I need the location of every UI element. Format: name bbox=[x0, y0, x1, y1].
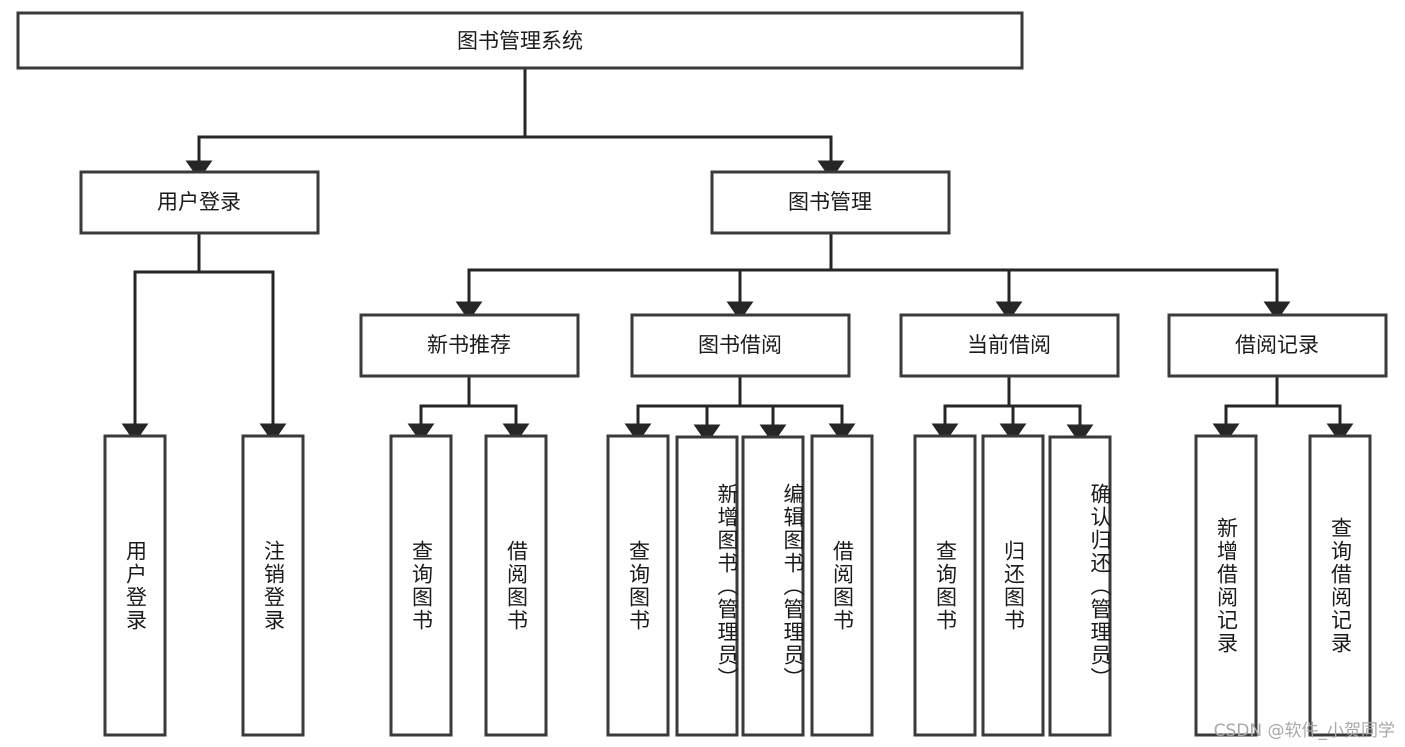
label-book-manage: 图书管理 bbox=[788, 190, 872, 214]
node-new-book-recommend[interactable] bbox=[359, 313, 580, 378]
node-book-manage[interactable] bbox=[710, 170, 951, 235]
node-leaf-add-record[interactable] bbox=[1194, 434, 1258, 737]
node-leaf-confirm-return[interactable] bbox=[1048, 435, 1112, 737]
node-leaf-edit-book[interactable] bbox=[741, 435, 805, 737]
node-leaf-borrow-book-1[interactable] bbox=[484, 434, 548, 737]
label-root: 图书管理系统 bbox=[457, 29, 583, 53]
node-current-borrow[interactable] bbox=[899, 313, 1120, 378]
node-box-group bbox=[16, 11, 1388, 737]
label-new-book-recommend: 新书推荐 bbox=[427, 333, 511, 357]
node-leaf-query-book-3[interactable] bbox=[913, 434, 977, 737]
node-borrow-record[interactable] bbox=[1167, 313, 1388, 378]
label-borrow-record: 借阅记录 bbox=[1235, 333, 1319, 357]
node-leaf-user-logout[interactable] bbox=[241, 434, 305, 737]
node-leaf-return-book[interactable] bbox=[981, 434, 1045, 737]
node-user-login[interactable] bbox=[79, 170, 320, 235]
label-user-login: 用户登录 bbox=[157, 190, 241, 214]
watermark-text: CSDN @软件_小贺同学 bbox=[1213, 721, 1395, 741]
node-book-borrow[interactable] bbox=[630, 313, 851, 378]
node-leaf-query-record[interactable] bbox=[1308, 434, 1372, 737]
node-label-group: 图书管理系统 用户登录 图书管理 新书推荐 图书借阅 当前借阅 借阅记录 bbox=[157, 29, 1319, 357]
node-leaf-add-book[interactable] bbox=[675, 435, 739, 737]
label-book-borrow: 图书借阅 bbox=[698, 333, 782, 357]
connector-group bbox=[121, 66, 1354, 444]
node-leaf-borrow-book-2[interactable] bbox=[810, 434, 874, 737]
label-current-borrow: 当前借阅 bbox=[967, 333, 1051, 357]
node-leaf-query-book-2[interactable] bbox=[606, 434, 670, 737]
node-leaf-user-login[interactable] bbox=[103, 434, 167, 737]
node-leaf-query-book-1[interactable] bbox=[389, 434, 453, 737]
node-root[interactable] bbox=[16, 11, 1024, 70]
